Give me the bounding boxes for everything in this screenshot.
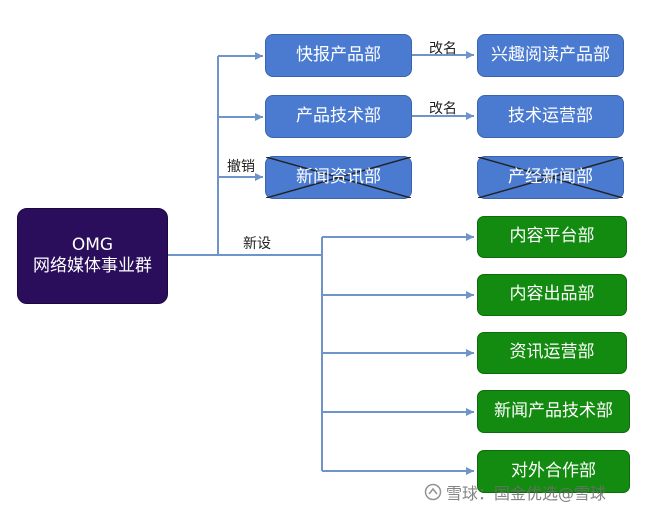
abolish-label: 撤销 <box>227 159 255 175</box>
rename-label-2: 改名 <box>429 101 457 117</box>
new-label: 新设 <box>243 236 271 252</box>
new-dept-label: 资讯运营部 <box>509 342 595 363</box>
new-dept-1: 内容平台部 <box>477 216 627 258</box>
new-dept-label: 新闻产品技术部 <box>494 400 613 421</box>
new-dept-label: 内容平台部 <box>509 226 595 247</box>
new-dept-2: 内容出品部 <box>477 274 627 316</box>
dept-xingqu: 兴趣阅读产品部 <box>477 34 624 77</box>
root-line1: OMG <box>71 234 114 255</box>
dept-kuaibao-label: 快报产品部 <box>296 44 381 65</box>
dept-xinwenzixun-abolished: 新闻资讯部 <box>265 156 412 199</box>
snowball-logo-icon <box>424 483 442 501</box>
watermark-text: 雪球：国金优选@雪球 <box>446 484 607 503</box>
new-dept-3: 资讯运营部 <box>477 332 627 374</box>
root-node-omg: OMG 网络媒体事业群 <box>17 208 168 304</box>
dept-xinwenzixun-label: 新闻资讯部 <box>296 166 381 187</box>
new-dept-label: 内容出品部 <box>509 284 595 305</box>
new-dept-label: 对外合作部 <box>511 460 596 481</box>
dept-chanjingxinwen-abolished: 产经新闻部 <box>477 156 624 199</box>
rename-label-1: 改名 <box>429 41 457 57</box>
dept-xingqu-label: 兴趣阅读产品部 <box>491 44 610 65</box>
dept-chanpinjishu: 产品技术部 <box>265 95 412 138</box>
dept-chanjingxinwen-label: 产经新闻部 <box>508 166 593 187</box>
dept-kuaibao: 快报产品部 <box>265 34 412 77</box>
dept-jishuyunying-label: 技术运营部 <box>508 105 593 126</box>
root-line2: 网络媒体事业群 <box>33 256 152 276</box>
dept-jishuyunying: 技术运营部 <box>477 95 624 138</box>
dept-chanpinjishu-label: 产品技术部 <box>296 105 381 126</box>
new-dept-5: 对外合作部 <box>477 450 630 493</box>
new-dept-4: 新闻产品技术部 <box>477 390 630 433</box>
